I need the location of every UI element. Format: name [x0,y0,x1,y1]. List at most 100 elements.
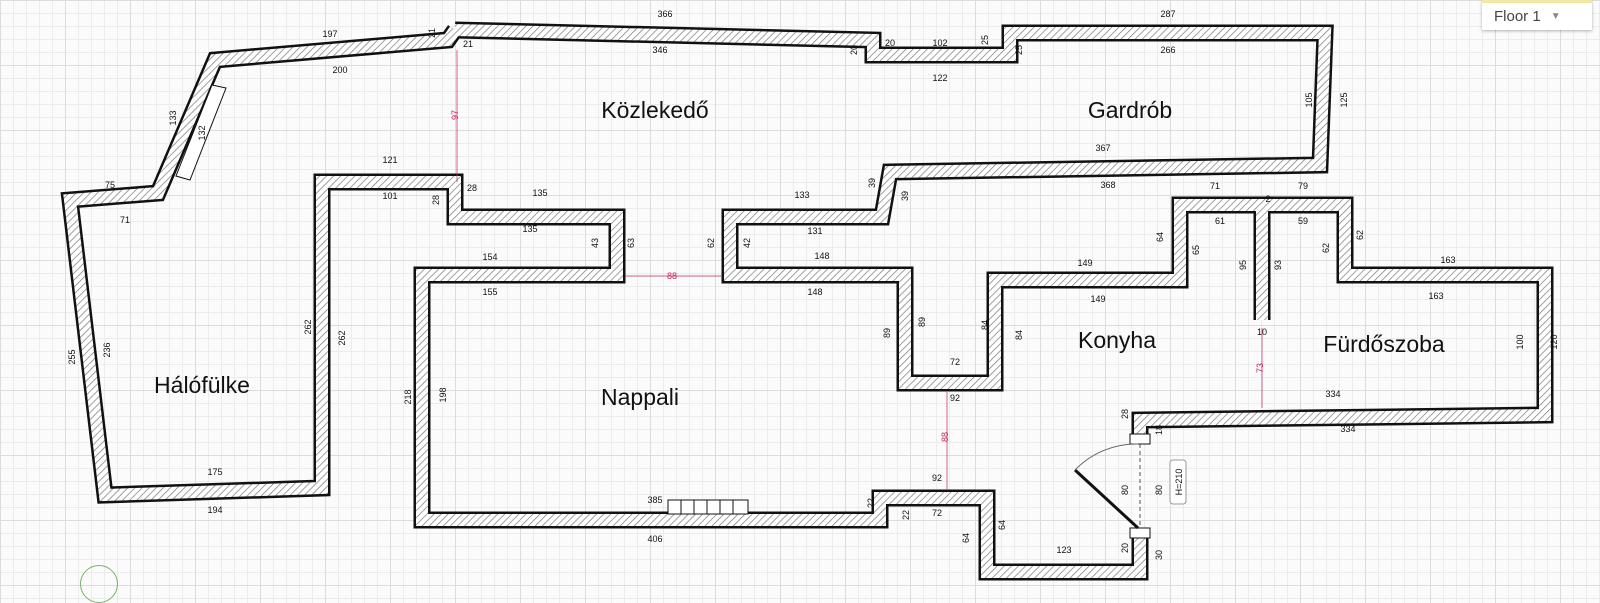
dimension-label: 71 [1210,181,1220,191]
dimension-label: 334 [1340,424,1355,434]
room-label-gardrob[interactable]: Gardrób [1088,97,1172,123]
dimension-label: 163 [1440,255,1455,265]
dimension-label: 62 [706,238,716,248]
dimension-label: 175 [207,467,222,477]
dimension-label: 20 [849,45,859,55]
dimension-label: 218 [403,389,413,404]
dimension-label: 123 [1056,545,1071,555]
dimension-label: 79 [1298,181,1308,191]
dimension-label: 63 [626,238,636,248]
dimension-label: 154 [482,252,497,262]
dimension-label: 59 [1298,216,1308,226]
dimension-label: 20 [1120,543,1130,553]
dimension-label: 88 [940,432,950,442]
dimension-label: 266 [1160,45,1175,55]
dimension-label: 133 [168,110,178,125]
walls [60,21,1554,581]
dimension-label: 93 [1273,260,1283,270]
dimension-label: 287 [1160,9,1175,19]
dimension-label: 105 [1304,92,1314,107]
dimension-label: 20 [885,38,895,48]
dimension-label: 25 [1014,45,1024,55]
room-label-furdoszoba[interactable]: Fürdőszoba [1323,331,1445,357]
stairs-icon [667,499,749,515]
dimension-label: 92 [932,473,942,483]
floor-selector[interactable]: Floor 1 ▼ [1482,0,1592,30]
dimension-label: 22 [866,498,876,508]
floor-selector-label: Floor 1 [1494,8,1541,25]
dimension-label: 366 [657,9,672,19]
dimension-label: 135 [532,188,547,198]
dimension-label: 80 [1120,485,1130,495]
dimension-label: 61 [1215,216,1225,226]
dimension-label: 135 [522,224,537,234]
dimension-label: 64 [1155,232,1165,242]
dimension-label: 39 [867,178,877,188]
dimension-label: 71 [120,215,130,225]
dimension-label: 2 [1265,194,1270,204]
dimension-label: 18 [1154,425,1164,435]
dimension-label: 95 [1238,260,1248,270]
dimension-label: 367 [1095,143,1110,153]
dimension-label: 89 [917,317,927,327]
dimension-label: 149 [1077,258,1092,268]
dimension-label: 42 [742,238,752,248]
dimension-label: 28 [1120,409,1130,419]
dimension-label: 148 [807,287,822,297]
dimension-label: 262 [337,330,347,345]
room-label-kozlekedo[interactable]: Közlekedő [601,97,708,123]
dimension-label: 346 [652,45,667,55]
door-height-label: H=210 [1174,469,1184,496]
dimension-label: 64 [961,533,971,543]
dimension-label: 368 [1100,180,1115,190]
dimension-label: 255 [67,349,77,364]
room-label-konyha[interactable]: Konyha [1078,327,1156,353]
dimension-label: 200 [332,65,347,75]
dimension-label: 28 [467,183,477,193]
dimension-label: 194 [207,505,222,515]
dimension-label: 133 [794,190,809,200]
dimension-label: 102 [932,38,947,48]
dimension-label: 125 [1339,92,1349,107]
dimension-label: 80 [1154,485,1164,495]
dimension-label: 100 [1515,334,1525,349]
dimension-label: 131 [807,226,822,236]
dimension-label: 62 [1355,230,1365,240]
reset-button[interactable] [80,565,118,603]
dimension-label: 120 [1549,334,1559,349]
dimension-label: 163 [1428,291,1443,301]
dimension-label: 197 [322,29,337,39]
dimension-label: 65 [1191,245,1201,255]
radiator-icon [175,84,227,181]
chevron-down-icon: ▼ [1550,11,1561,22]
dimension-label: 132 [197,125,207,140]
dimension-label: 148 [814,251,829,261]
dimension-label: 89 [882,328,892,338]
dimension-label: 43 [590,238,600,248]
dimension-label: 385 [647,495,662,505]
dimension-label: 39 [900,191,910,201]
room-label-nappali[interactable]: Nappali [601,384,679,410]
dimension-label: 92 [950,393,960,403]
dimension-label: 236 [102,342,112,357]
dimension-label: 28 [431,195,441,205]
door[interactable]: H=210 [1073,433,1187,539]
dimension-label: 62 [1321,243,1331,253]
dimension-label: 122 [932,73,947,83]
dimension-label: 84 [1014,330,1024,340]
dimension-label: 198 [438,387,448,402]
room-label-halofulke[interactable]: Hálófülke [154,372,250,398]
dimension-label: 21 [427,28,437,38]
dimension-label: 101 [382,191,397,201]
dimension-label: 30 [1154,550,1164,560]
dimension-label: 22 [901,510,911,520]
dimension-label: 64 [997,520,1007,530]
dimension-label: 75 [105,180,115,190]
dimension-label: 262 [303,319,313,334]
dimension-label: 334 [1325,389,1340,399]
dimension-label: 406 [647,534,662,544]
dimension-label: 73 [1255,363,1265,373]
dimension-label: 25 [980,35,990,45]
